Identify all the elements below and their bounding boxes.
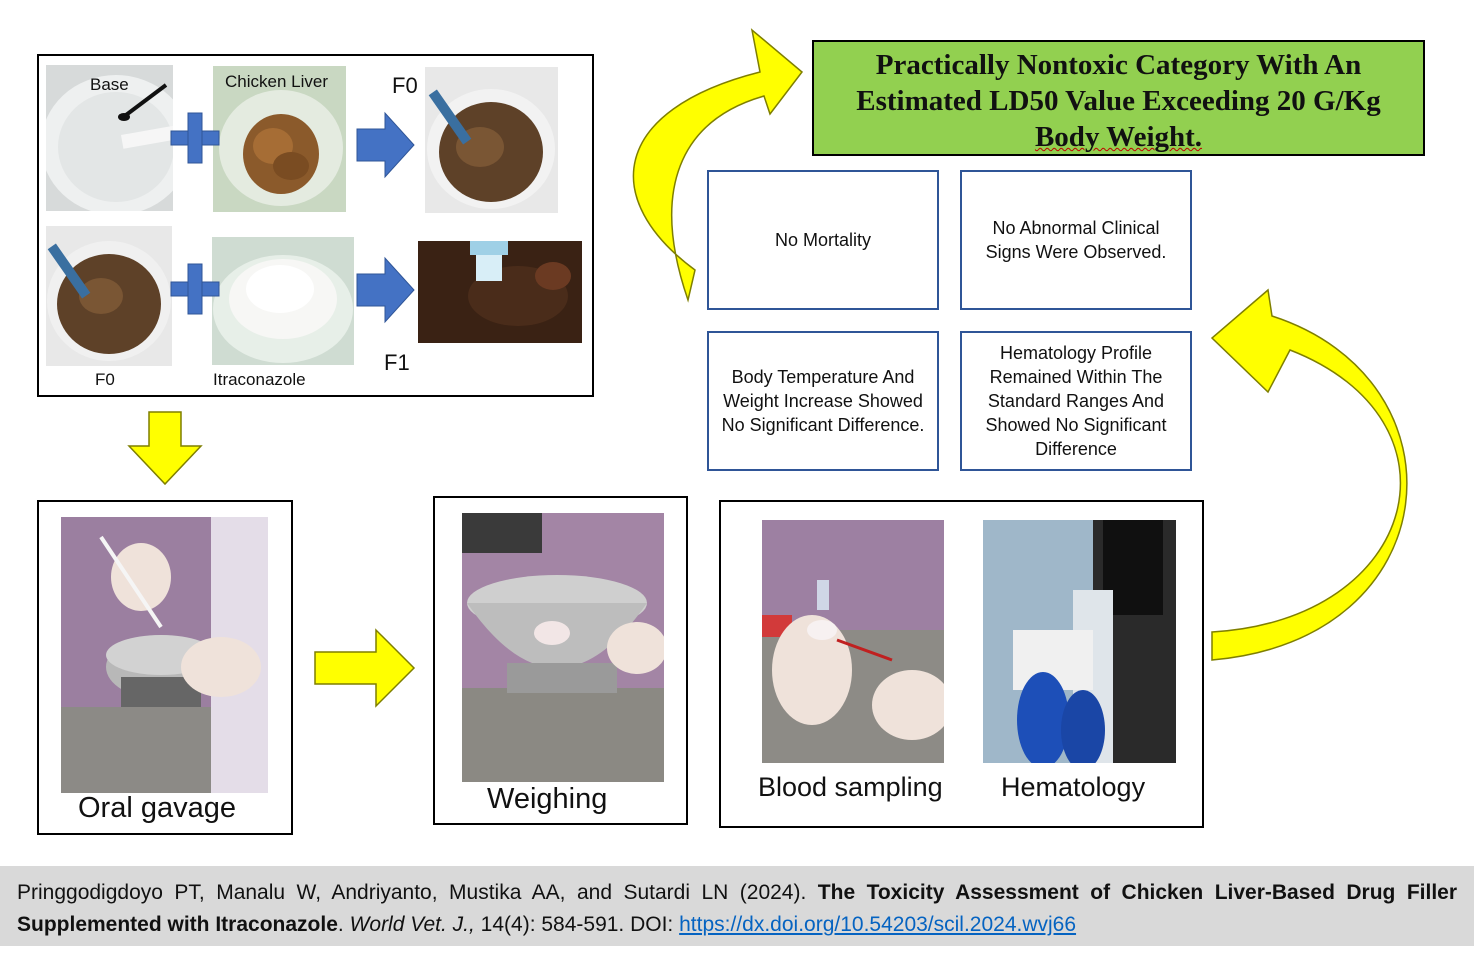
result-body-temperature-weight: Body Temperature And Weight Increase Sho… — [707, 331, 939, 471]
f0-photo-bottom — [46, 226, 172, 366]
citation-title: The Toxicity Assessment of Chicken Liver… — [17, 881, 1457, 936]
right-arrow-icon — [356, 256, 415, 324]
curved-arrow-icon — [1210, 288, 1408, 661]
f1-label: F1 — [384, 350, 410, 375]
blood-sampling-photo — [762, 520, 944, 763]
f0-label-top: F0 — [392, 73, 418, 98]
weighing-label: Weighing — [487, 783, 608, 815]
hematology-photo — [983, 520, 1176, 763]
citation-bar: Pringgodigdoyo PT, Manalu W, Andriyanto,… — [0, 866, 1474, 946]
citation-doi-link[interactable]: https://dx.doi.org/10.54203/scil.2024.wv… — [679, 913, 1077, 936]
itraconazole-photo — [212, 237, 354, 365]
base-label: Base — [90, 75, 129, 94]
citation-authors: Pringgodigdoyo PT, Manalu W, Andriyanto,… — [17, 881, 807, 904]
conclusion-line-1: Practically Nontoxic Category With An — [875, 49, 1362, 81]
weighing-photo — [462, 513, 664, 782]
plus-icon — [170, 112, 220, 164]
conclusion-line-2: Estimated LD50 Value Exceeding 20 G/Kg — [856, 85, 1381, 117]
conclusion-line-3: Body Weight. — [1034, 121, 1203, 153]
plus-icon — [170, 263, 220, 315]
blood-sampling-label: Blood sampling — [758, 772, 943, 802]
citation-journal: World Vet. J., — [349, 913, 475, 936]
oral-gavage-photo — [61, 517, 268, 793]
result-no-mortality: No Mortality — [707, 170, 939, 310]
curved-arrow-icon — [632, 28, 804, 303]
chicken-liver-label: Chicken Liver — [225, 72, 328, 91]
base-photo — [46, 65, 173, 211]
f0-label-bottom: F0 — [95, 370, 115, 389]
oral-gavage-label: Oral gavage — [78, 792, 236, 824]
right-arrow-icon — [314, 628, 416, 708]
f1-photo — [418, 241, 582, 343]
f0-photo-top — [425, 67, 558, 213]
citation-details: 14(4): 584-591. DOI: — [480, 913, 674, 936]
down-arrow-icon — [127, 411, 203, 486]
conclusion-box: Practically Nontoxic Category With An Es… — [812, 40, 1425, 156]
hematology-label: Hematology — [1001, 772, 1146, 802]
itraconazole-label: Itraconazole — [213, 370, 306, 389]
result-no-abnormal-signs: No Abnormal Clinical Signs Were Observed… — [960, 170, 1192, 310]
right-arrow-icon — [356, 111, 415, 179]
result-hematology-profile: Hematology Profile Remained Within The S… — [960, 331, 1192, 471]
chicken-liver-photo — [213, 66, 346, 212]
